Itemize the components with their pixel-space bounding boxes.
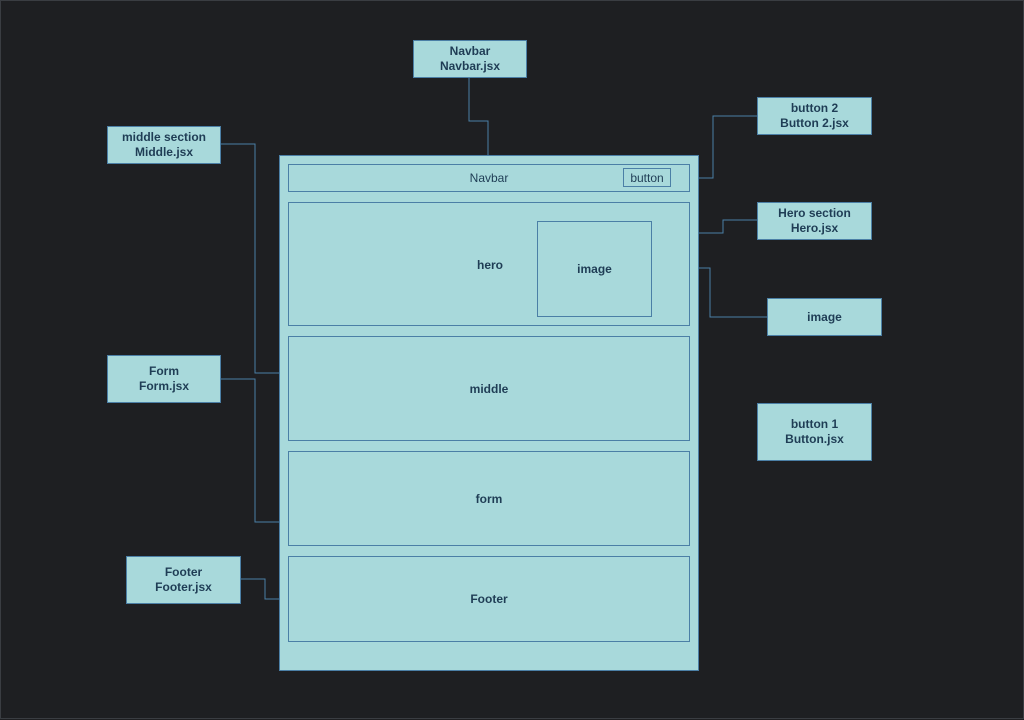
connector-navbar <box>468 78 489 155</box>
button1-label-title: button 1 <box>790 417 839 431</box>
connector-middle <box>221 143 279 374</box>
navbar-section-label: Navbar <box>469 171 509 185</box>
navbar-label-file: Navbar.jsx <box>439 59 501 73</box>
navbar-label-box: Navbar Navbar.jsx <box>413 40 527 78</box>
navbar-button-label: button <box>630 170 664 185</box>
hero-label-box: Hero section Hero.jsx <box>757 202 872 240</box>
page-wireframe <box>279 155 699 671</box>
middle-section: middle <box>288 336 690 441</box>
hero-image: image <box>537 221 652 317</box>
footer-label-file: Footer.jsx <box>155 580 212 594</box>
footer-section: Footer <box>288 556 690 642</box>
form-section: form <box>288 451 690 546</box>
connector-form <box>221 378 279 523</box>
navbar-button: button <box>623 168 671 187</box>
button2-label-box: button 2 Button 2.jsx <box>757 97 872 135</box>
hero-label-title: Hero section <box>778 206 851 220</box>
button1-label-box: button 1 Button.jsx <box>757 403 872 461</box>
hero-image-label: image <box>577 262 612 276</box>
image-label-box: image <box>767 298 882 336</box>
navbar-label-title: Navbar <box>449 44 491 58</box>
connector-hero <box>699 219 757 234</box>
footer-label-box: Footer Footer.jsx <box>126 556 241 604</box>
form-label-file: Form.jsx <box>138 379 189 393</box>
middle-label-title: middle section <box>121 130 207 144</box>
hero-section: hero <box>288 202 690 326</box>
form-label-title: Form <box>149 364 179 378</box>
middle-label-box: middle section Middle.jsx <box>107 126 221 164</box>
middle-section-label: middle <box>469 381 509 396</box>
middle-label-file: Middle.jsx <box>134 145 193 159</box>
button1-label-file: Button.jsx <box>785 432 844 446</box>
form-label-box: Form Form.jsx <box>107 355 221 403</box>
navbar-section: Navbar <box>288 164 690 192</box>
connector-footer <box>241 578 289 603</box>
button2-label-title: button 2 <box>790 101 839 115</box>
hero-label-file: Hero.jsx <box>790 221 839 235</box>
image-label-title: image <box>807 309 842 324</box>
footer-label-title: Footer <box>164 565 203 579</box>
form-section-label: form <box>475 491 503 506</box>
footer-section-label: Footer <box>470 592 508 606</box>
hero-section-label: hero <box>477 258 504 272</box>
button2-label-file: Button 2.jsx <box>780 116 849 130</box>
